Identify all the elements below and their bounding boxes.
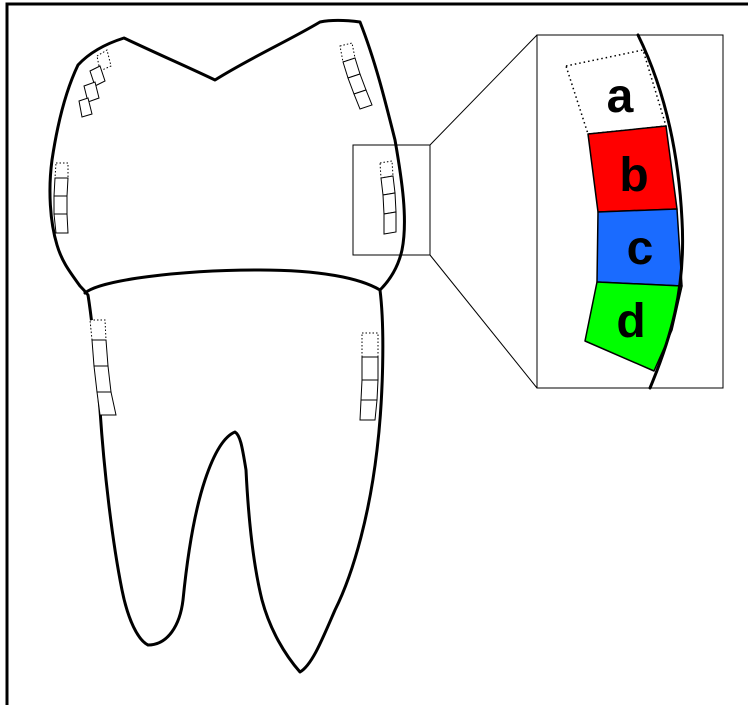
- sample-strip-root-right: [360, 333, 378, 420]
- layer-b-label: b: [619, 149, 648, 202]
- layer-c-label: c: [627, 222, 654, 275]
- layer-d-label: d: [616, 295, 645, 348]
- layer-a-label: a: [607, 70, 634, 123]
- zoom-connector-bottom: [430, 255, 537, 388]
- zoom-connector-top: [430, 35, 537, 145]
- sample-strip-mid-left: [54, 163, 68, 233]
- zoom-inset: a b c d: [537, 35, 723, 388]
